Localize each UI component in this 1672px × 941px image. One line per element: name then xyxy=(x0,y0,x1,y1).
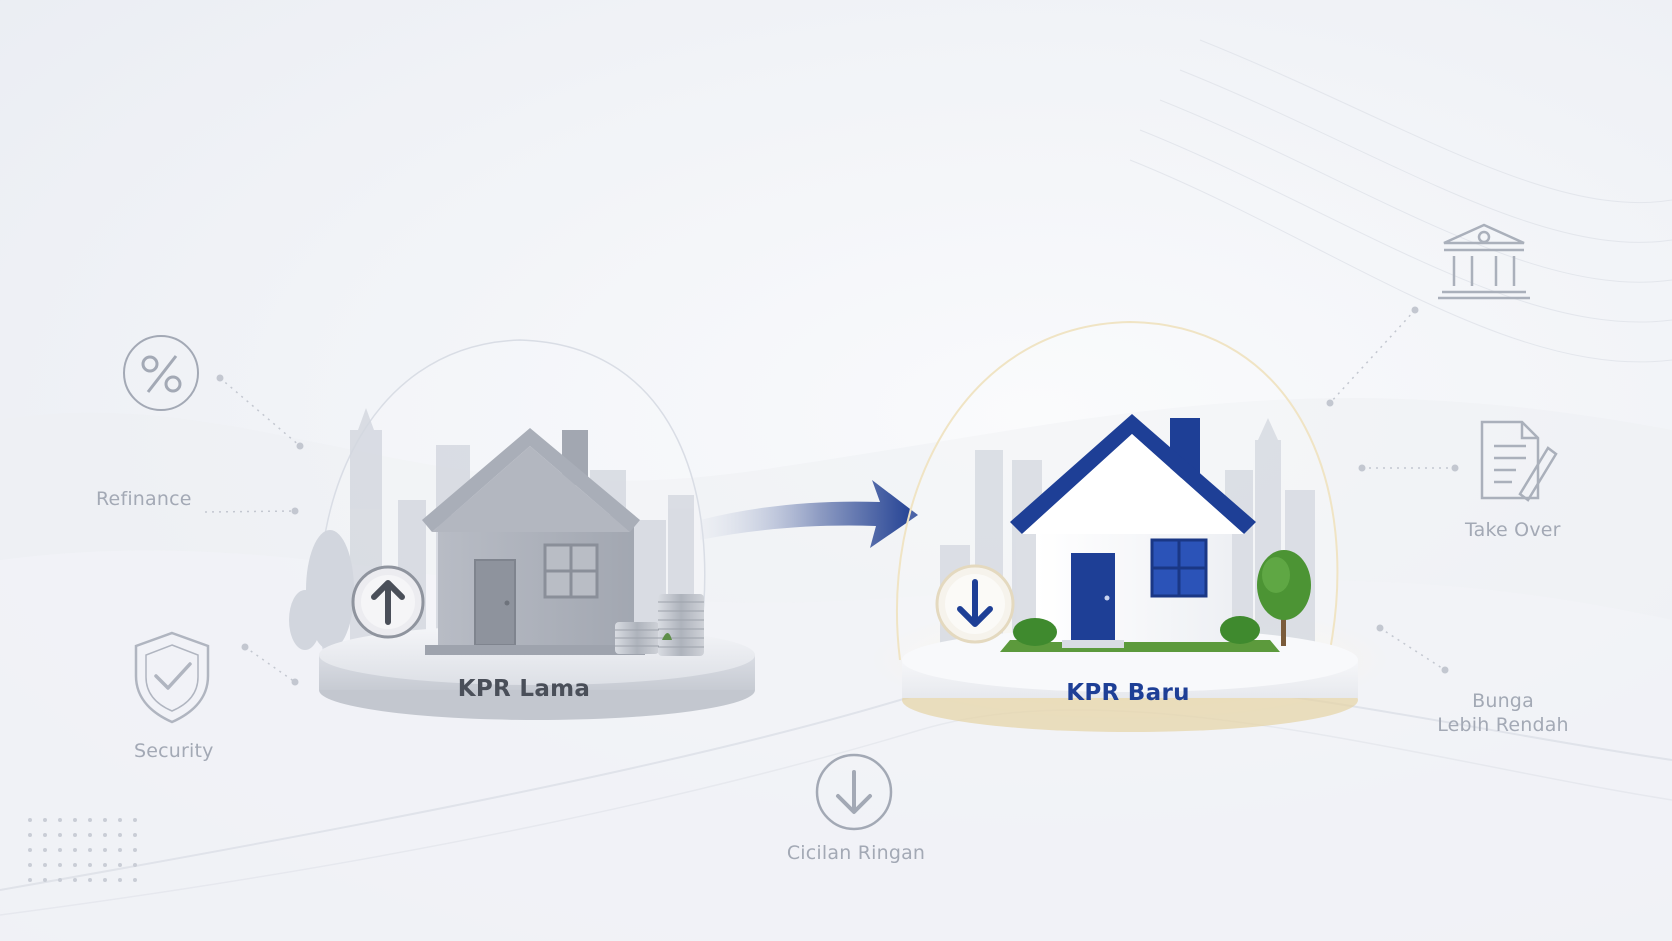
connector-dots xyxy=(216,306,1459,686)
coin-stacks xyxy=(615,594,704,656)
contour-lines xyxy=(1129,39,1672,363)
old-house xyxy=(422,428,645,655)
document-pen-icon xyxy=(1480,420,1558,502)
cicilan-ringan-label: Cicilan Ringan xyxy=(786,842,926,864)
shield-check-icon xyxy=(134,631,210,724)
take-over-label: Take Over xyxy=(1465,519,1561,541)
bank-icon xyxy=(1438,223,1530,300)
old-mortgage-group xyxy=(289,339,755,720)
transition-arrow xyxy=(700,480,918,548)
kpr-baru-label: KPR Baru xyxy=(1066,680,1190,706)
dotted-connectors xyxy=(204,309,1455,683)
bunga-label-line2: Lebih Rendah xyxy=(1437,714,1569,736)
arrow-up-circle-icon xyxy=(351,565,425,639)
bunga-label-line1: Bunga xyxy=(1472,690,1534,712)
dot-grid xyxy=(28,818,137,882)
refinance-label: Refinance xyxy=(96,488,192,510)
new-mortgage-group xyxy=(870,320,1390,732)
security-label: Security xyxy=(134,740,214,762)
old-foliage xyxy=(289,530,354,650)
kpr-lama-label: KPR Lama xyxy=(457,676,591,702)
arrow-down-circle-icon xyxy=(935,564,1015,644)
percent-icon xyxy=(123,335,199,411)
new-house xyxy=(1010,414,1256,648)
arrow-down-circle-icon xyxy=(815,753,893,831)
tree-and-bushes xyxy=(1013,550,1311,646)
